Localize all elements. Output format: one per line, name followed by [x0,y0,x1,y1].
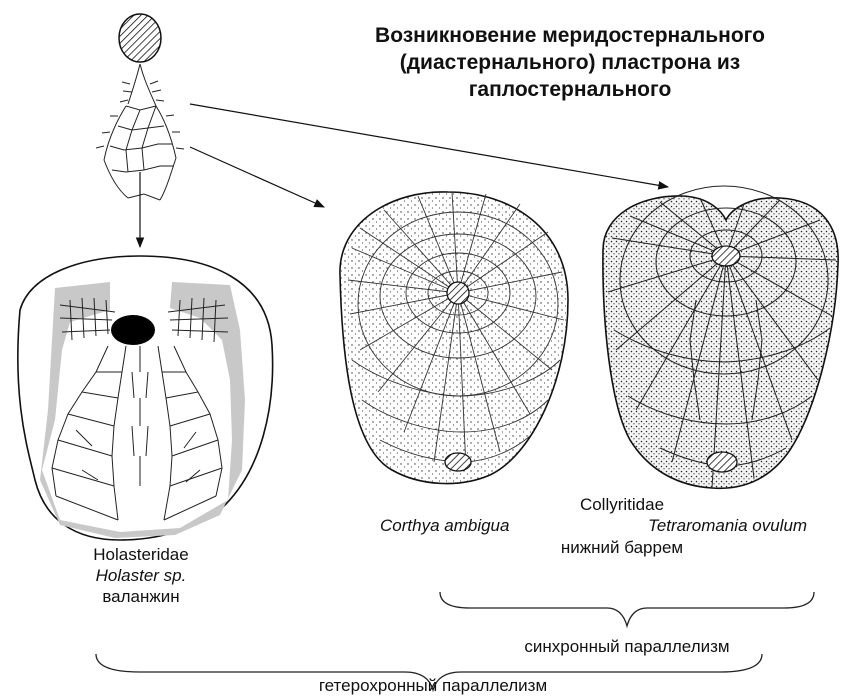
brace-synchronous [440,592,814,626]
ancestral-peristome [119,14,161,62]
heterochronous-parallelism-label: гетерохронный параллелизм [250,675,616,697]
holasteridae-family-label: Holasteridae [0,544,282,566]
collyritidae-stage-label: нижний баррем [500,537,744,559]
corthya-illustration [340,192,568,484]
synchronous-parallelism-label: синхронный параллелизм [470,636,784,658]
arrow-to-tetraromania [190,104,668,187]
holaster-peristome [111,315,155,345]
corthya-species-label: Corthya ambigua [380,515,509,537]
diagram-title: Возникновение меридостернального (диасте… [330,22,810,103]
holaster-stage-label: валанжин [0,586,282,608]
arrow-to-corthya [190,147,324,207]
tetraromania-illustration [603,186,838,488]
tetraromania-species-label: Tetraromania ovulum [648,515,807,537]
tetraromania-apical-disc [712,246,740,266]
corthya-periproct [445,453,471,471]
collyritidae-family-label: Collyritidae [500,494,744,516]
holaster-illustration [18,256,273,540]
corthya-apical-disc [447,282,469,304]
tetraromania-periproct [707,452,737,472]
holaster-species-label: Holaster sp. [0,565,282,587]
